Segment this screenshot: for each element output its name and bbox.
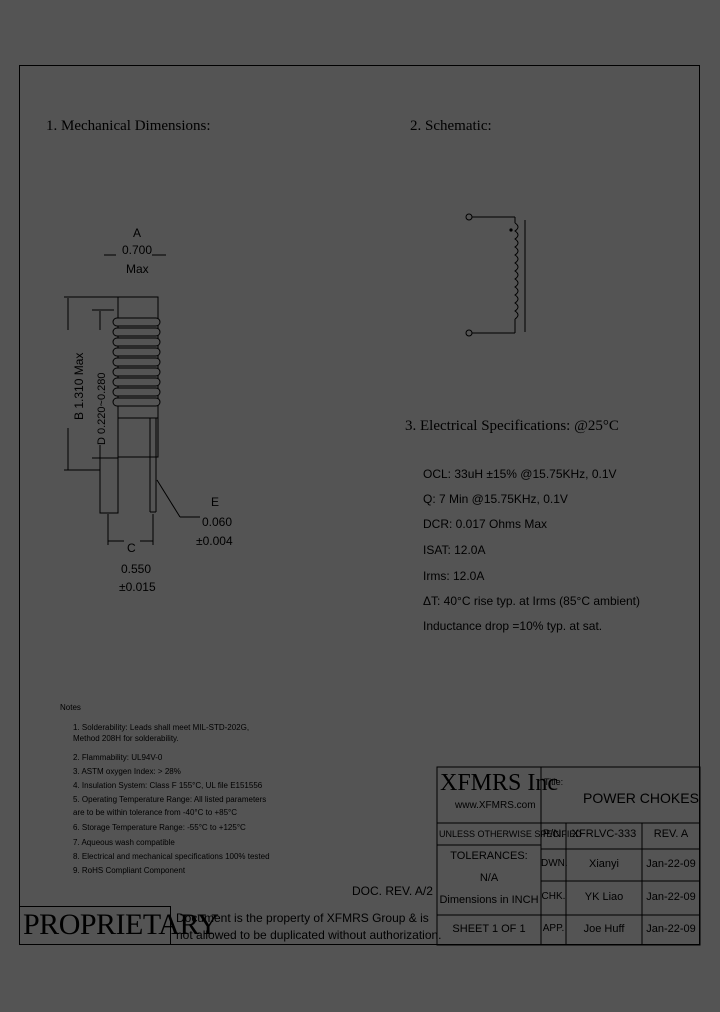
tolerances-label: TOLERANCES:	[450, 850, 528, 862]
dim-a-letter: A	[133, 226, 142, 240]
spec-q: Q: 7 Min @15.75KHz, 0.1V	[423, 492, 568, 506]
notes-title: Notes	[60, 703, 81, 712]
proprietary-label: PROPRIETARY	[23, 908, 219, 941]
pn-label: P/N:	[542, 828, 565, 840]
electrical-heading: 3. Electrical Specifications: @25°C	[405, 418, 619, 434]
proprietary-line-1: Document is the property of XFMRS Group …	[176, 911, 429, 925]
app-date: Jan-22-09	[646, 923, 696, 935]
doc-revision: DOC. REV. A/2	[352, 884, 433, 898]
polarity-dot-icon	[509, 228, 513, 232]
dim-c-letter: C	[127, 541, 136, 555]
sheet-count: SHEET 1 OF 1	[452, 923, 526, 935]
dim-c-tol: ±0.015	[119, 580, 156, 594]
spec-inductance-drop: Inductance drop =10% typ. at sat.	[423, 619, 603, 633]
app-name: Joe Huff	[583, 923, 625, 935]
unless-specified: UNLESS OTHERWISE SPECIFIED	[439, 829, 582, 839]
note-5: 5. Operating Temperature Range: All list…	[73, 795, 267, 804]
dim-e-letter: E	[211, 495, 220, 509]
note-1-cont: Method 208H for solderability.	[73, 734, 179, 743]
chk-date: Jan-22-09	[646, 891, 696, 903]
spec-dcr: DCR: 0.017 Ohms Max	[423, 517, 548, 531]
spec-isat: ISAT: 12.0A	[423, 543, 486, 557]
rev-label: REV. A	[653, 828, 689, 840]
note-2: 2. Flammability: UL94V-0	[73, 753, 163, 762]
pn-value: XFRLVC-333	[571, 828, 637, 840]
dwn-name: Xianyi	[589, 858, 619, 870]
title-value: POWER CHOKES	[583, 790, 699, 806]
note-7: 7. Aqueous wash compatible	[73, 838, 175, 847]
spec-delta-t: ΔT: 40°C rise typ. at Irms (85°C ambient…	[423, 594, 641, 608]
chk-name: YK Liao	[584, 891, 624, 903]
note-9: 9. RoHS Compliant Component	[73, 866, 186, 875]
dim-e-tol: ±0.004	[196, 534, 233, 548]
tolerances-value: N/A	[479, 872, 499, 884]
dwn-label: DWN.	[541, 858, 568, 869]
chk-label: CHK.	[541, 891, 566, 902]
note-4: 4. Insulation System: Class F 155°C, UL …	[73, 781, 263, 790]
company-name: XFMRS Inc	[440, 770, 559, 796]
dimensions-unit: Dimensions in INCH	[439, 894, 539, 906]
company-url: www.XFMRS.com	[455, 800, 536, 811]
note-1: 1. Solderability: Leads shall meet MIL-S…	[73, 723, 250, 732]
spec-ocl: OCL: 33uH ±15% @15.75KHz, 0.1V	[423, 467, 617, 481]
dim-e-value: 0.060	[202, 515, 233, 529]
note-5-cont: are to be within tolerance from -40°C to…	[73, 808, 238, 817]
note-8: 8. Electrical and mechanical specificati…	[73, 852, 270, 861]
note-6: 6. Storage Temperature Range: -55°C to +…	[73, 823, 246, 832]
dim-c-value: 0.550	[121, 562, 152, 576]
spec-irms: Irms: 12.0A	[423, 569, 485, 583]
dim-a-max: Max	[126, 262, 149, 276]
title-label: Title:	[544, 777, 564, 787]
drawing-sheet	[19, 65, 700, 945]
proprietary-box	[19, 906, 171, 945]
dim-a-value: 0.700	[122, 243, 153, 257]
dwn-date: Jan-22-09	[646, 858, 696, 870]
app-label: APP.	[542, 923, 565, 934]
schematic-heading: 2. Schematic:	[410, 118, 492, 134]
proprietary-line-2: not allowed to be duplicated without aut…	[176, 928, 442, 942]
mechanical-heading: 1. Mechanical Dimensions:	[46, 118, 211, 134]
note-3: 3. ASTM oxygen Index: > 28%	[73, 767, 181, 776]
